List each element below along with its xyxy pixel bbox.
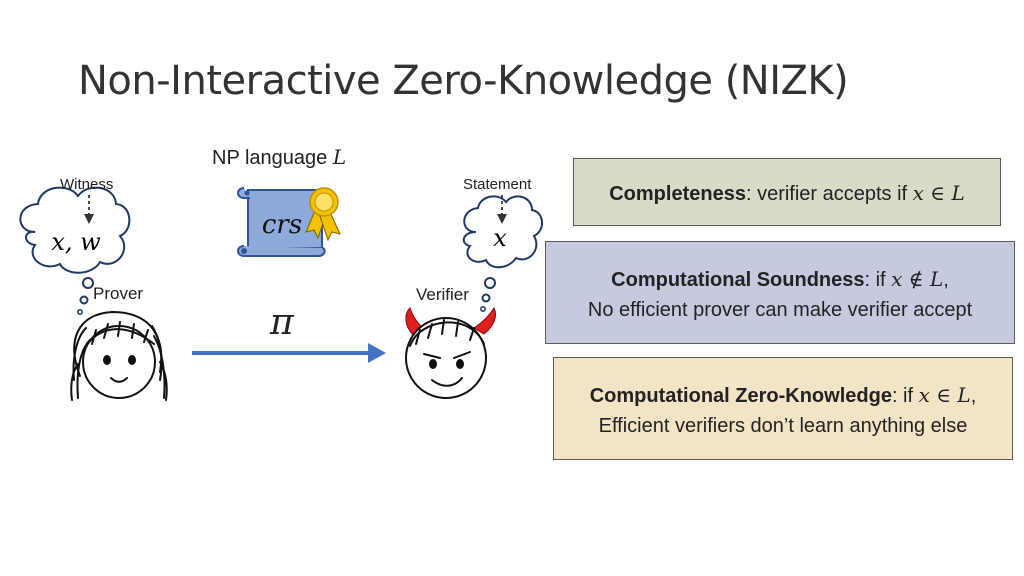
slide-title: Non-Interactive Zero-Knowledge (NIZK) (78, 58, 849, 104)
soundness-line1: Computational Soundness: if x ∉ L, (546, 264, 1014, 295)
statement-thought-cloud (462, 195, 543, 312)
verifier-label: Verifier (416, 285, 469, 304)
soundness-math: x ∉ L (891, 267, 944, 291)
witness-thought-text: x, w (51, 228, 101, 256)
statement-label: Statement (463, 176, 532, 193)
np-language-label: NP language L (212, 145, 346, 170)
soundness-tail: , (943, 269, 949, 291)
zero-knowledge-math: x ∈ L (918, 383, 971, 407)
proof-symbol: π (270, 302, 294, 343)
soundness-line2: No efficient prover can make verifier ac… (587, 299, 973, 321)
verifier-face-icon (405, 306, 497, 399)
zero-knowledge-tail: , (970, 385, 977, 407)
soundness-name: Computational Soundness (611, 269, 865, 291)
soundness-text: : if (864, 269, 892, 291)
zero-knowledge-name: Computational Zero-Knowledge (589, 385, 892, 407)
completeness-box: Completeness: verifier accepts if x ∈ L (573, 158, 1001, 226)
crs-scroll (237, 187, 326, 257)
soundness-box: Computational Soundness: if x ∉ L, No ef… (545, 241, 1015, 344)
prover-face-icon (70, 310, 168, 401)
zero-knowledge-text: : if (891, 385, 919, 407)
np-language-symbol: L (332, 145, 347, 169)
zero-knowledge-box: Computational Zero-Knowledge: if x ∈ L, … (553, 357, 1013, 460)
zero-knowledge-line1: Computational Zero-Knowledge: if x ∈ L, (554, 380, 1012, 411)
statement-thought-text: x (493, 224, 507, 252)
witness-thought-cloud (19, 186, 131, 315)
proof-arrow (192, 343, 386, 363)
completeness-math: x ∈ L (912, 181, 965, 205)
np-language-text: NP language (212, 147, 333, 169)
zero-knowledge-line2: Efficient verifiers don’t learn anything… (598, 415, 968, 437)
completeness-text: : verifier accepts if (745, 183, 913, 205)
completeness-name: Completeness (609, 183, 746, 205)
witness-label: Witness (60, 176, 114, 193)
prover-label: Prover (93, 284, 144, 303)
crs-label: crs (262, 210, 302, 240)
seal-icon (305, 187, 341, 242)
